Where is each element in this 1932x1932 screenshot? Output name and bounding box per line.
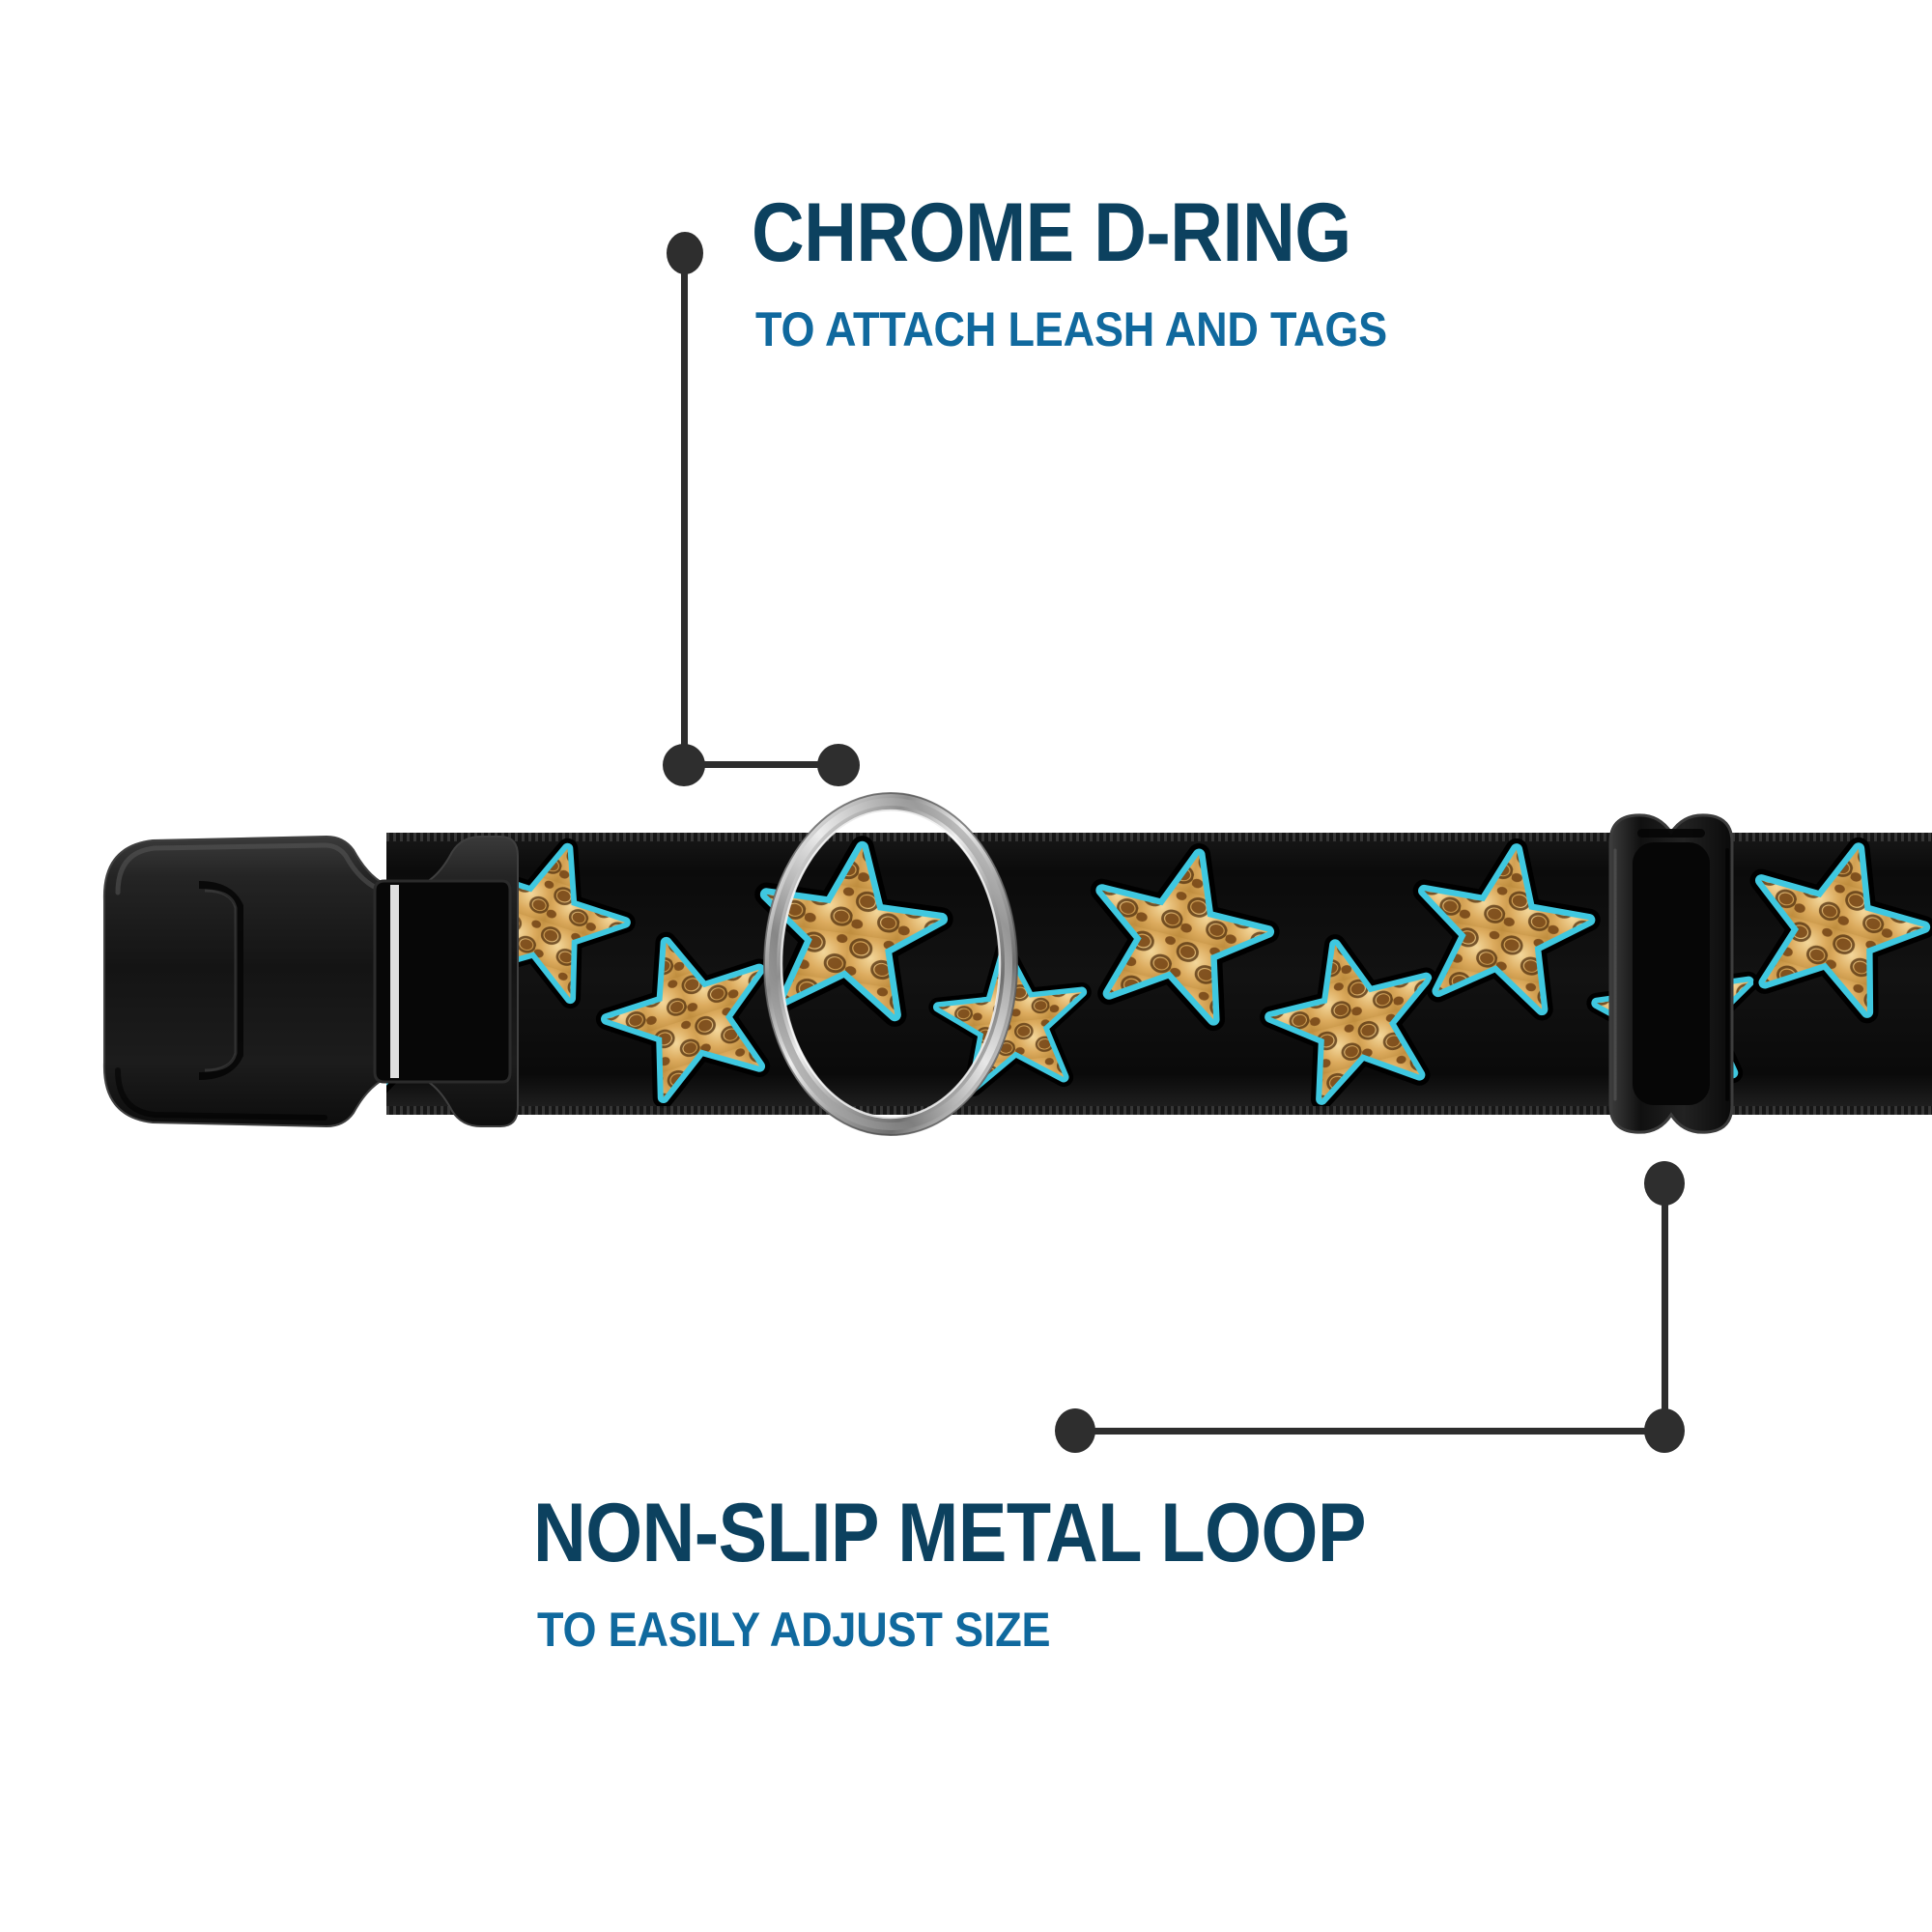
callout-subline-non-slip-metal-loop: TO EASILY ADJUST SIZE bbox=[537, 1603, 1051, 1657]
loop-leader-dot-end bbox=[1055, 1408, 1095, 1453]
dring-leader-dot-target bbox=[817, 744, 860, 786]
dring-leader-line-horizontal bbox=[684, 761, 838, 768]
loop-leader-line-horizontal bbox=[1072, 1428, 1663, 1435]
non-slip-metal-loop bbox=[1608, 813, 1734, 1134]
callout-headline-chrome-d-ring: CHROME D-RING bbox=[752, 186, 1351, 279]
leopard-star bbox=[1412, 838, 1601, 1021]
loop-leader-line-vertical bbox=[1662, 1180, 1668, 1434]
chrome-d-ring bbox=[763, 792, 1018, 1136]
leopard-star bbox=[1260, 934, 1437, 1111]
dring-leader-line-vertical bbox=[681, 249, 688, 771]
callout-subline-chrome-d-ring: TO ATTACH LEASH AND TAGS bbox=[755, 302, 1387, 356]
leopard-star bbox=[1090, 843, 1280, 1032]
callout-headline-non-slip-metal-loop: NON-SLIP METAL LOOP bbox=[533, 1487, 1367, 1579]
side-release-buckle bbox=[102, 835, 519, 1128]
leopard-star bbox=[595, 931, 771, 1109]
leopard-star bbox=[1749, 837, 1932, 1024]
